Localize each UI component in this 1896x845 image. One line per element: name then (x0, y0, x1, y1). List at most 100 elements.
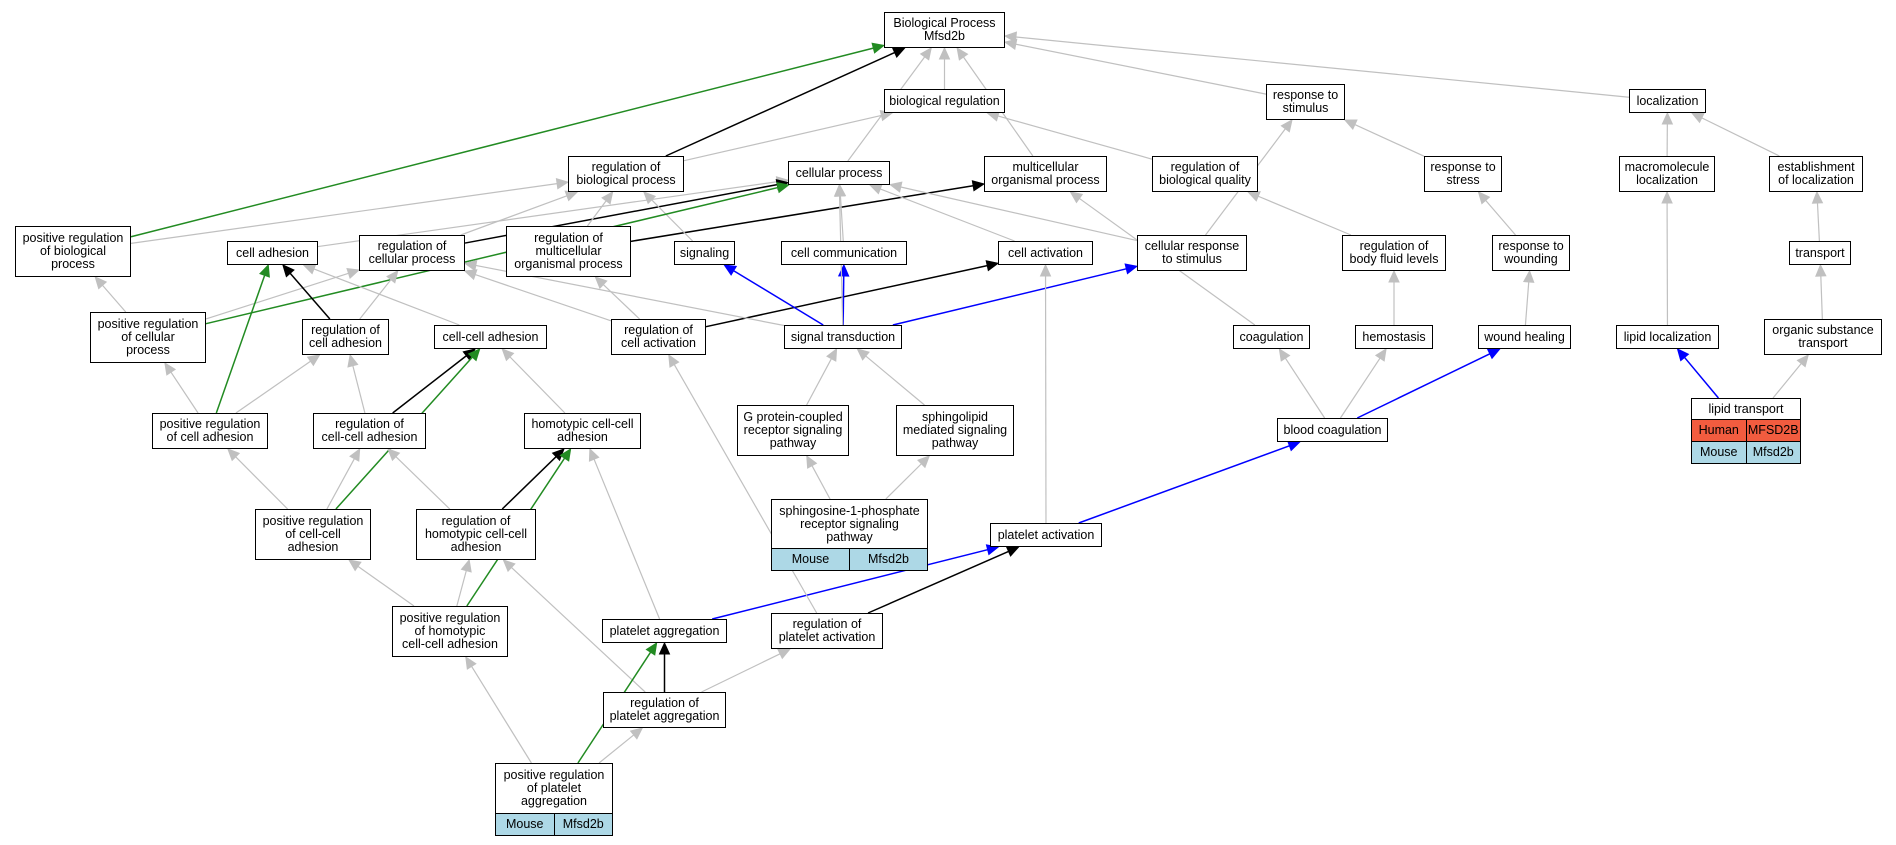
edge-is-a (235, 354, 321, 414)
node-biological-process[interactable]: Biological Process Mfsd2b (884, 12, 1005, 48)
node-transport[interactable]: transport (1789, 241, 1851, 265)
edge-arrowhead (387, 448, 401, 462)
edge-part-of (282, 264, 331, 320)
node-platelet-aggregation[interactable]: platelet aggregation (602, 619, 727, 643)
node-g-protein-coupled-receptor-signaling-pathway[interactable]: G protein-coupled receptor signaling pat… (737, 405, 849, 456)
edge-line (651, 199, 694, 242)
node-positive-regulation-of-homotypic-cell-cell-adhesion[interactable]: positive regulation of homotypic cell-ce… (392, 606, 508, 657)
edge-line (460, 195, 568, 236)
node-signaling[interactable]: signaling (674, 241, 735, 265)
node-regulation-of-platelet-activation[interactable]: regulation of platelet activation (771, 613, 883, 649)
node-positive-regulation-of-platelet-aggregation[interactable]: positive regulation of platelet aggregat… (495, 763, 613, 836)
edge-line (130, 183, 558, 244)
edge-line (701, 653, 781, 693)
edge-line (997, 115, 1153, 160)
edge-arrowhead (1690, 112, 1705, 124)
node-regulation-of-body-fluid-levels[interactable]: regulation of body fluid levels (1342, 235, 1446, 271)
node-wound-healing[interactable]: wound healing (1478, 325, 1571, 349)
node-positive-regulation-of-cell-adhesion[interactable]: positive regulation of cell adhesion (152, 413, 268, 449)
edge-is-a (94, 276, 127, 313)
root-title-line1: Biological Process (893, 16, 996, 30)
edge-arrowhead (1486, 348, 1501, 360)
node-response-to-wounding[interactable]: response to wounding (1492, 235, 1570, 271)
edge-arrowhead (776, 182, 790, 194)
node-blood-coagulation[interactable]: blood coagulation (1277, 418, 1388, 442)
node-cell-cell-adhesion[interactable]: cell-cell adhesion (434, 325, 547, 349)
node-regulation-of-biological-quality[interactable]: regulation of biological quality (1152, 156, 1258, 192)
edge-line (1078, 445, 1290, 524)
edge-arrowhead (629, 727, 644, 740)
node-response-to-stimulus[interactable]: response to stimulus (1266, 84, 1345, 120)
edge-regulates (1356, 348, 1501, 419)
edge-arrowhead (282, 264, 295, 278)
node-homotypic-cell-cell-adhesion[interactable]: homotypic cell-cell adhesion (524, 413, 641, 449)
edge-is-a (856, 348, 925, 406)
node-organic-substance-transport[interactable]: organic substance transport (1764, 319, 1882, 355)
edge-is-a (806, 454, 831, 500)
edge-arrowhead (985, 260, 1000, 272)
node-cellular-response-to-stimulus[interactable]: cellular response to stimulus (1137, 235, 1247, 271)
edge-is-a (668, 353, 818, 614)
node-coagulation[interactable]: coagulation (1233, 325, 1310, 349)
node-regulation-of-platelet-aggregation[interactable]: regulation of platelet aggregation (603, 692, 726, 728)
edge-arrowhead (888, 181, 903, 193)
edge-positively-regulates (205, 182, 790, 325)
edge-line (359, 279, 392, 320)
node-macromolecule-localization[interactable]: macromolecule localization (1619, 156, 1715, 192)
edge-line (1683, 356, 1720, 399)
edge-is-a (594, 276, 640, 320)
node-regulation-of-cell-activation[interactable]: regulation of cell activation (611, 319, 706, 355)
edge-arrowhead (868, 183, 883, 195)
edge-line (313, 268, 460, 326)
node-multicellular-organismal-process[interactable]: multicellular organismal process (984, 156, 1107, 192)
edge-is-a (1772, 354, 1810, 399)
edge-line (215, 275, 266, 414)
node-positive-regulation-of-biological-process[interactable]: positive regulation of biological proces… (15, 226, 131, 277)
edge-line (357, 565, 415, 607)
node-cell-activation[interactable]: cell activation (998, 241, 1093, 265)
edge-arrowhead (806, 454, 818, 469)
edge-is-a (205, 267, 361, 320)
edge-line (475, 273, 612, 322)
node-regulation-of-homotypic-cell-cell-adhesion[interactable]: regulation of homotypic cell-cell adhesi… (416, 509, 536, 560)
node-cellular-process[interactable]: cellular process (788, 161, 890, 185)
edge-line (630, 185, 974, 243)
node-lipid-transport[interactable]: lipid transport Human MFSD2B Mouse Mfsd2… (1691, 398, 1801, 464)
edge-is-a (1661, 190, 1673, 326)
edge-is-a (1343, 119, 1425, 157)
node-cell-adhesion[interactable]: cell adhesion (227, 241, 318, 265)
edge-arrowhead (1676, 348, 1690, 362)
node-positive-regulation-of-cell-cell-adhesion[interactable]: positive regulation of cell-cell adhesio… (255, 509, 371, 560)
node-establishment-of-localization[interactable]: establishment of localization (1769, 156, 1863, 192)
edge-part-of (392, 348, 477, 414)
node-hemostasis[interactable]: hemostasis (1355, 325, 1433, 349)
edge-arrowhead (463, 269, 478, 281)
edge-is-a (986, 110, 1153, 160)
node-cell-communication[interactable]: cell communication (781, 241, 907, 265)
node-regulation-of-cell-adhesion[interactable]: regulation of cell adhesion (302, 319, 389, 355)
edge-line (880, 188, 1015, 242)
edge-arrowhead (94, 276, 108, 290)
node-biological-regulation[interactable]: biological regulation (884, 89, 1005, 113)
edge-line (665, 51, 895, 157)
node-platelet-activation[interactable]: platelet activation (990, 523, 1102, 547)
edge-arrowhead (1796, 354, 1810, 368)
edge-part-of (665, 47, 906, 157)
node-localization[interactable]: localization (1629, 89, 1706, 113)
node-regulation-of-multicellular-organismal-process[interactable]: regulation of multicellular organismal p… (506, 226, 631, 277)
node-regulation-of-cellular-process[interactable]: regulation of cellular process (359, 235, 465, 271)
edge-regulates (712, 544, 1000, 620)
node-response-to-stress[interactable]: response to stress (1424, 156, 1502, 192)
node-sphingosine-1-phosphate-receptor-signaling-pathway[interactable]: sphingosine-1-phosphate receptor signali… (771, 499, 928, 571)
edge-arrowhead (837, 263, 850, 277)
node-lipid-localization[interactable]: lipid localization (1616, 325, 1719, 349)
node-positive-regulation-of-cellular-process[interactable]: positive regulation of cellular process (90, 312, 206, 363)
node-signal-transduction[interactable]: signal transduction (784, 325, 902, 349)
edge-regulates (723, 264, 824, 326)
edge-positively-regulates (215, 263, 270, 414)
edge-arrowhead (348, 559, 362, 572)
node-regulation-of-cell-cell-adhesion[interactable]: regulation of cell-cell adhesion (313, 413, 426, 449)
edge-part-of (501, 448, 565, 510)
node-regulation-of-biological-process[interactable]: regulation of biological process (568, 156, 684, 192)
node-sphingolipid-mediated-signaling-pathway[interactable]: sphingolipid mediated signaling pathway (896, 405, 1014, 456)
